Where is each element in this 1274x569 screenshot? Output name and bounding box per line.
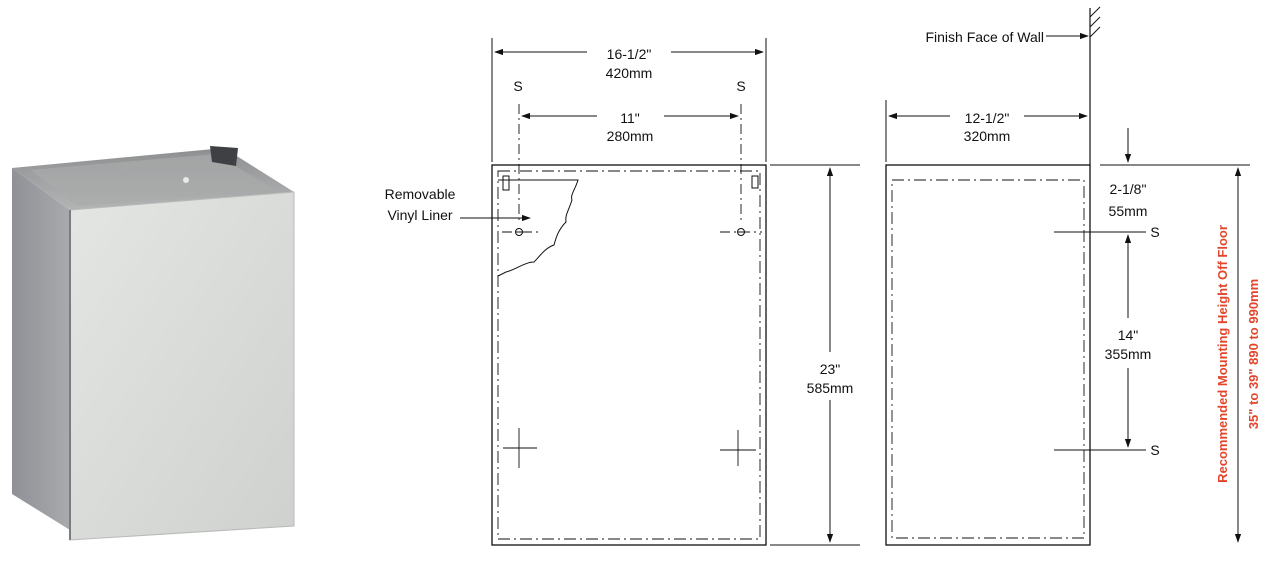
stud-marker-right: S — [736, 78, 745, 94]
liner-label-line2: Vinyl Liner — [387, 207, 452, 223]
depth-metric: 320mm — [964, 128, 1011, 144]
stud-spacing-metric: 280mm — [607, 128, 654, 144]
stud-marker-top: S — [1150, 224, 1159, 240]
wall-label: Finish Face of Wall — [925, 29, 1044, 45]
height-imperial: 23" — [820, 361, 841, 377]
cabinet-hinge — [210, 146, 238, 166]
front-cabinet-outline — [491, 164, 767, 546]
depth-imperial: 12-1/2" — [965, 110, 1010, 126]
stud-spacing-imperial: 11" — [620, 110, 640, 126]
side-cabinet-outline — [885, 164, 1091, 546]
stud-hole-left — [515, 228, 523, 236]
cabinet-side-panel — [12, 168, 70, 530]
front-view — [491, 38, 860, 546]
mounting-height-label: Recommended Mounting Height Off Floor — [1215, 225, 1230, 483]
side-liner-outline — [891, 179, 1085, 539]
side-view — [885, 6, 1250, 546]
stud-vertical-metric: 355mm — [1105, 346, 1152, 362]
liner-label-line1: Removable — [385, 186, 456, 202]
front-liner-outline — [497, 170, 761, 540]
stud-vertical-imperial: 14" — [1118, 327, 1139, 343]
top-offset-imperial: 2-1/8" — [1110, 181, 1147, 197]
stud-marker-left: S — [513, 78, 522, 94]
stud-marker-bottom: S — [1150, 442, 1159, 458]
cabinet-front-door — [69, 191, 295, 541]
mounting-height-range: 35" to 39" 890 to 990mm — [1246, 279, 1261, 429]
stud-hole-right — [737, 228, 745, 236]
liner-cutaway — [497, 179, 579, 277]
height-metric: 585mm — [807, 380, 854, 396]
overall-width-imperial: 16-1/2" — [607, 46, 652, 62]
top-offset-metric: 55mm — [1109, 203, 1148, 219]
wall-hatch — [1089, 6, 1101, 38]
product-photo — [12, 146, 295, 541]
overall-width-metric: 420mm — [606, 65, 653, 81]
